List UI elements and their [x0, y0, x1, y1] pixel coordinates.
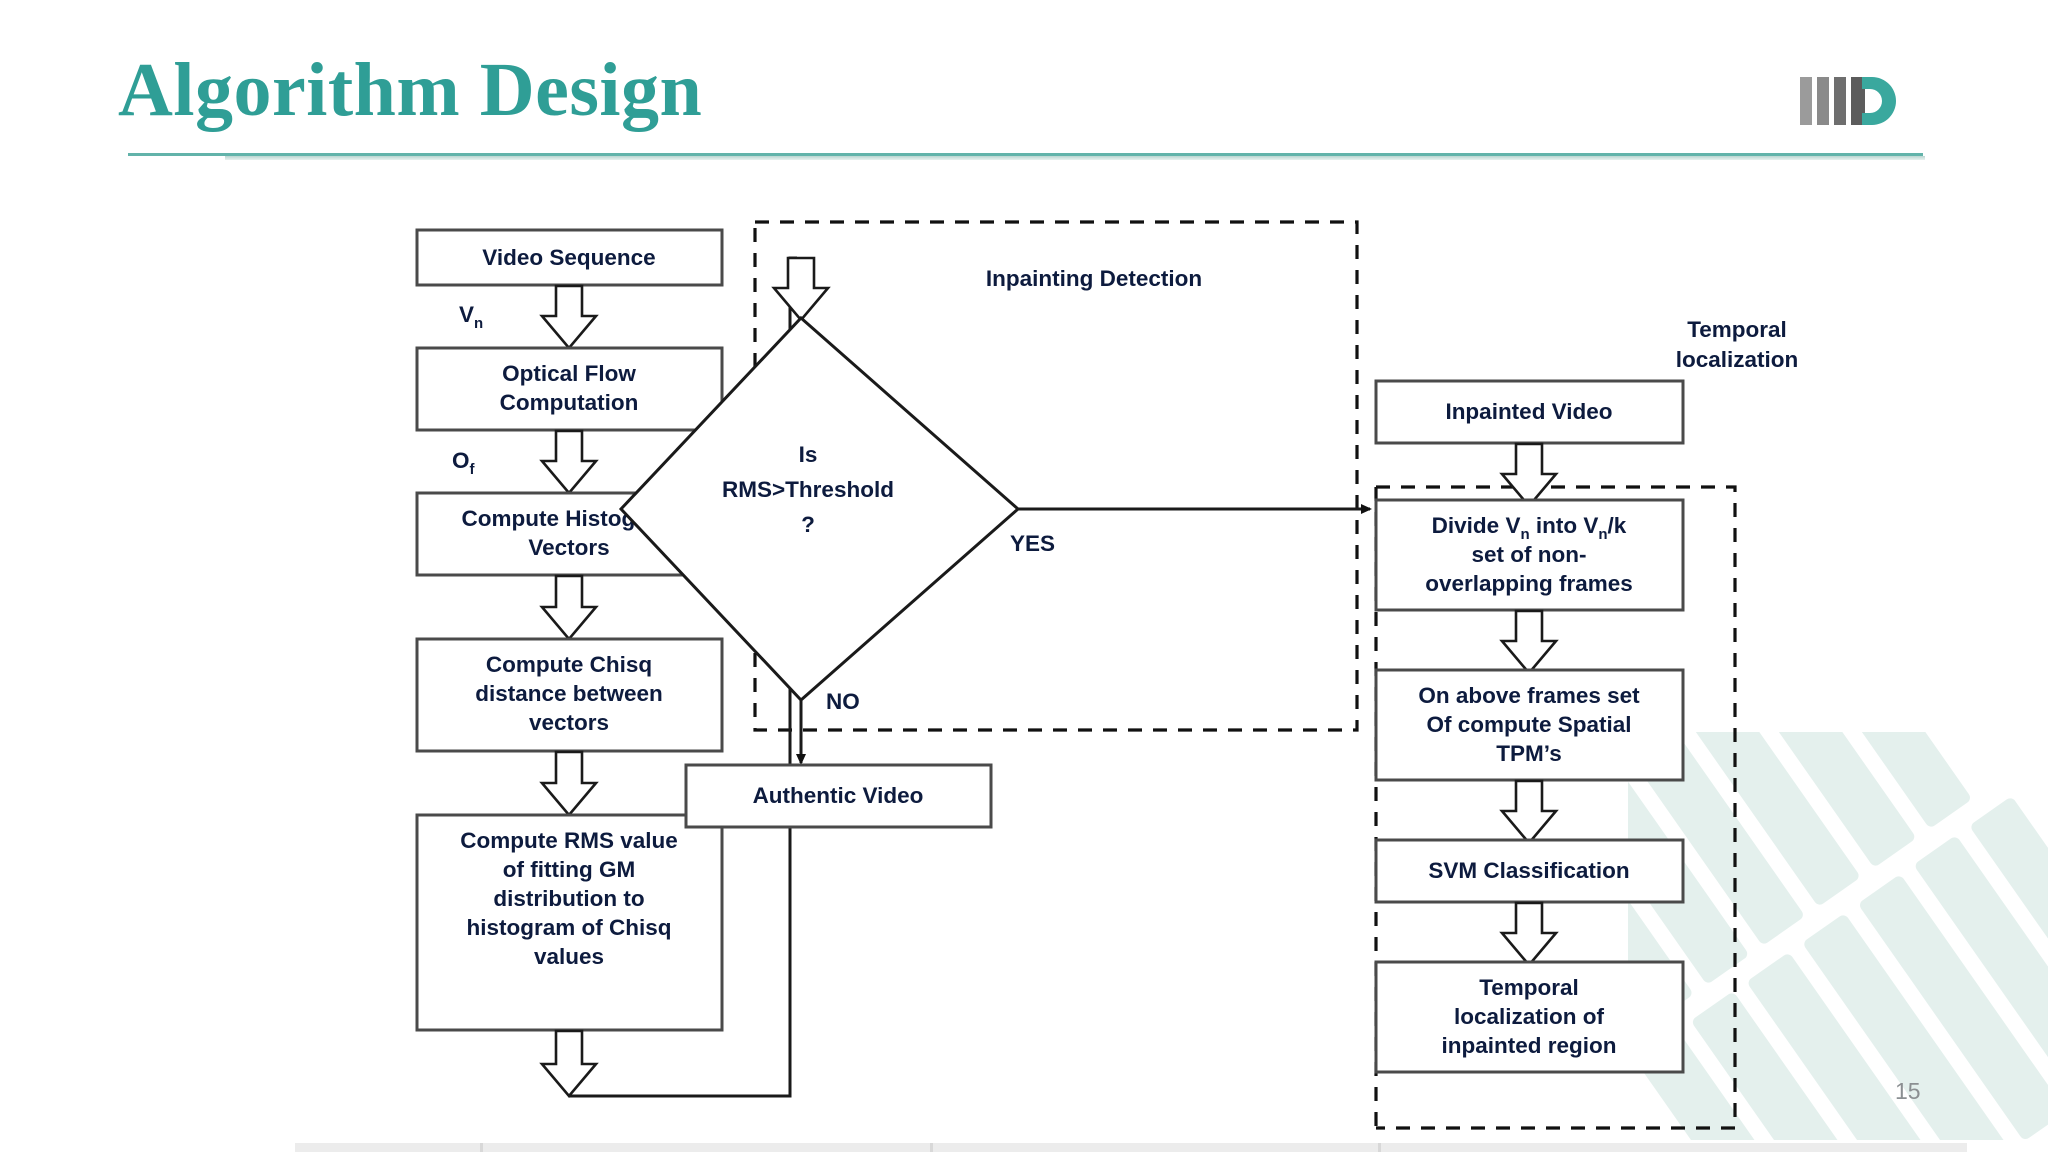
arrow-video-to-optical: [539, 284, 599, 351]
node-optical-flow-label-2: Computation: [500, 390, 639, 415]
node-spatial-tpm-label-2: Of compute Spatial: [1426, 712, 1631, 737]
node-inpainted-video[interactable]: [1374, 379, 1685, 445]
annotation-temporal-localization-1: Temporal: [1687, 317, 1787, 342]
arrow-divide-to-tpm: [1499, 609, 1559, 676]
node-spatial-tpm[interactable]: [1374, 668, 1685, 782]
arrow-svm-to-temporal: [1499, 901, 1559, 968]
slide-bottom-strip: [0, 1140, 2048, 1152]
title-rule-shadow: [225, 156, 1925, 160]
node-temporal-result-label-2: localization of: [1454, 1004, 1605, 1029]
node-divide-frames-label-2: set of non-: [1472, 542, 1587, 567]
arrow-rms-to-feedback: [539, 1029, 599, 1099]
iiit-delhi-logo: [1800, 75, 1920, 127]
page-title: Algorithm Design: [118, 48, 703, 132]
node-svm-classification-label: SVM Classification: [1428, 858, 1629, 883]
node-rms-value-label-1: Compute RMS value: [460, 828, 678, 853]
node-chisq-distance-label-3: vectors: [529, 710, 609, 735]
node-rms-threshold-label-2: RMS>Threshold: [722, 477, 894, 502]
node-rms-value-label-4: histogram of Chisq: [466, 915, 671, 940]
arrow-chisq-to-rms: [539, 750, 599, 818]
title-divider: [128, 153, 1923, 156]
node-spatial-tpm-label-1: On above frames set: [1418, 683, 1640, 708]
node-authentic-video[interactable]: [684, 763, 993, 829]
node-authentic-video-label: Authentic Video: [753, 783, 924, 808]
node-divide-frames[interactable]: [1374, 498, 1685, 612]
node-rms-threshold-label-3: ?: [801, 512, 815, 537]
node-rms-value-label-3: distribution to: [493, 886, 644, 911]
node-optical-flow-label-1: Optical Flow: [502, 361, 636, 386]
node-divide-frames-label-3: overlapping frames: [1425, 571, 1633, 596]
node-chisq-distance-label-1: Compute Chisq: [486, 652, 652, 677]
node-divide-frames-label-1: Divide Vn into Vn/k: [1432, 513, 1627, 543]
arrow-optical-to-histogram: [539, 429, 599, 496]
arrow-histogram-to-chisq: [539, 574, 599, 642]
node-temporal-result-label-1: Temporal: [1479, 975, 1579, 1000]
node-video-sequence-label: Video Sequence: [482, 245, 655, 270]
annotation-inpainting-detection: Inpainting Detection: [986, 266, 1202, 291]
node-histogram-vectors-label-2: Vectors: [528, 535, 609, 560]
edge-label-vn: Vn: [459, 302, 483, 332]
arrow-into-decision: [771, 256, 831, 323]
node-rms-value-label-5: values: [534, 944, 604, 969]
logo-mark: [1800, 77, 1896, 125]
arrow-inpainted-to-divide: [1499, 442, 1559, 509]
node-rms-value-label-2: of fitting GM: [503, 857, 635, 882]
edge-label-yes: YES: [1010, 531, 1055, 556]
edge-label-no: NO: [826, 689, 860, 714]
annotation-temporal-localization-2: localization: [1676, 347, 1799, 372]
node-temporal-result-label-3: inpainted region: [1441, 1033, 1616, 1058]
node-chisq-distance-label-2: distance between: [475, 681, 663, 706]
node-spatial-tpm-label-3: TPM’s: [1496, 741, 1561, 766]
edge-label-of: Of: [452, 448, 476, 478]
page-number: 15: [1895, 1078, 1921, 1104]
node-rms-threshold-label-1: Is: [799, 442, 818, 467]
group-inpainting-detection: [753, 220, 1359, 732]
node-inpainted-video-label: Inpainted Video: [1445, 399, 1612, 424]
arrow-tpm-to-svm: [1499, 779, 1559, 846]
